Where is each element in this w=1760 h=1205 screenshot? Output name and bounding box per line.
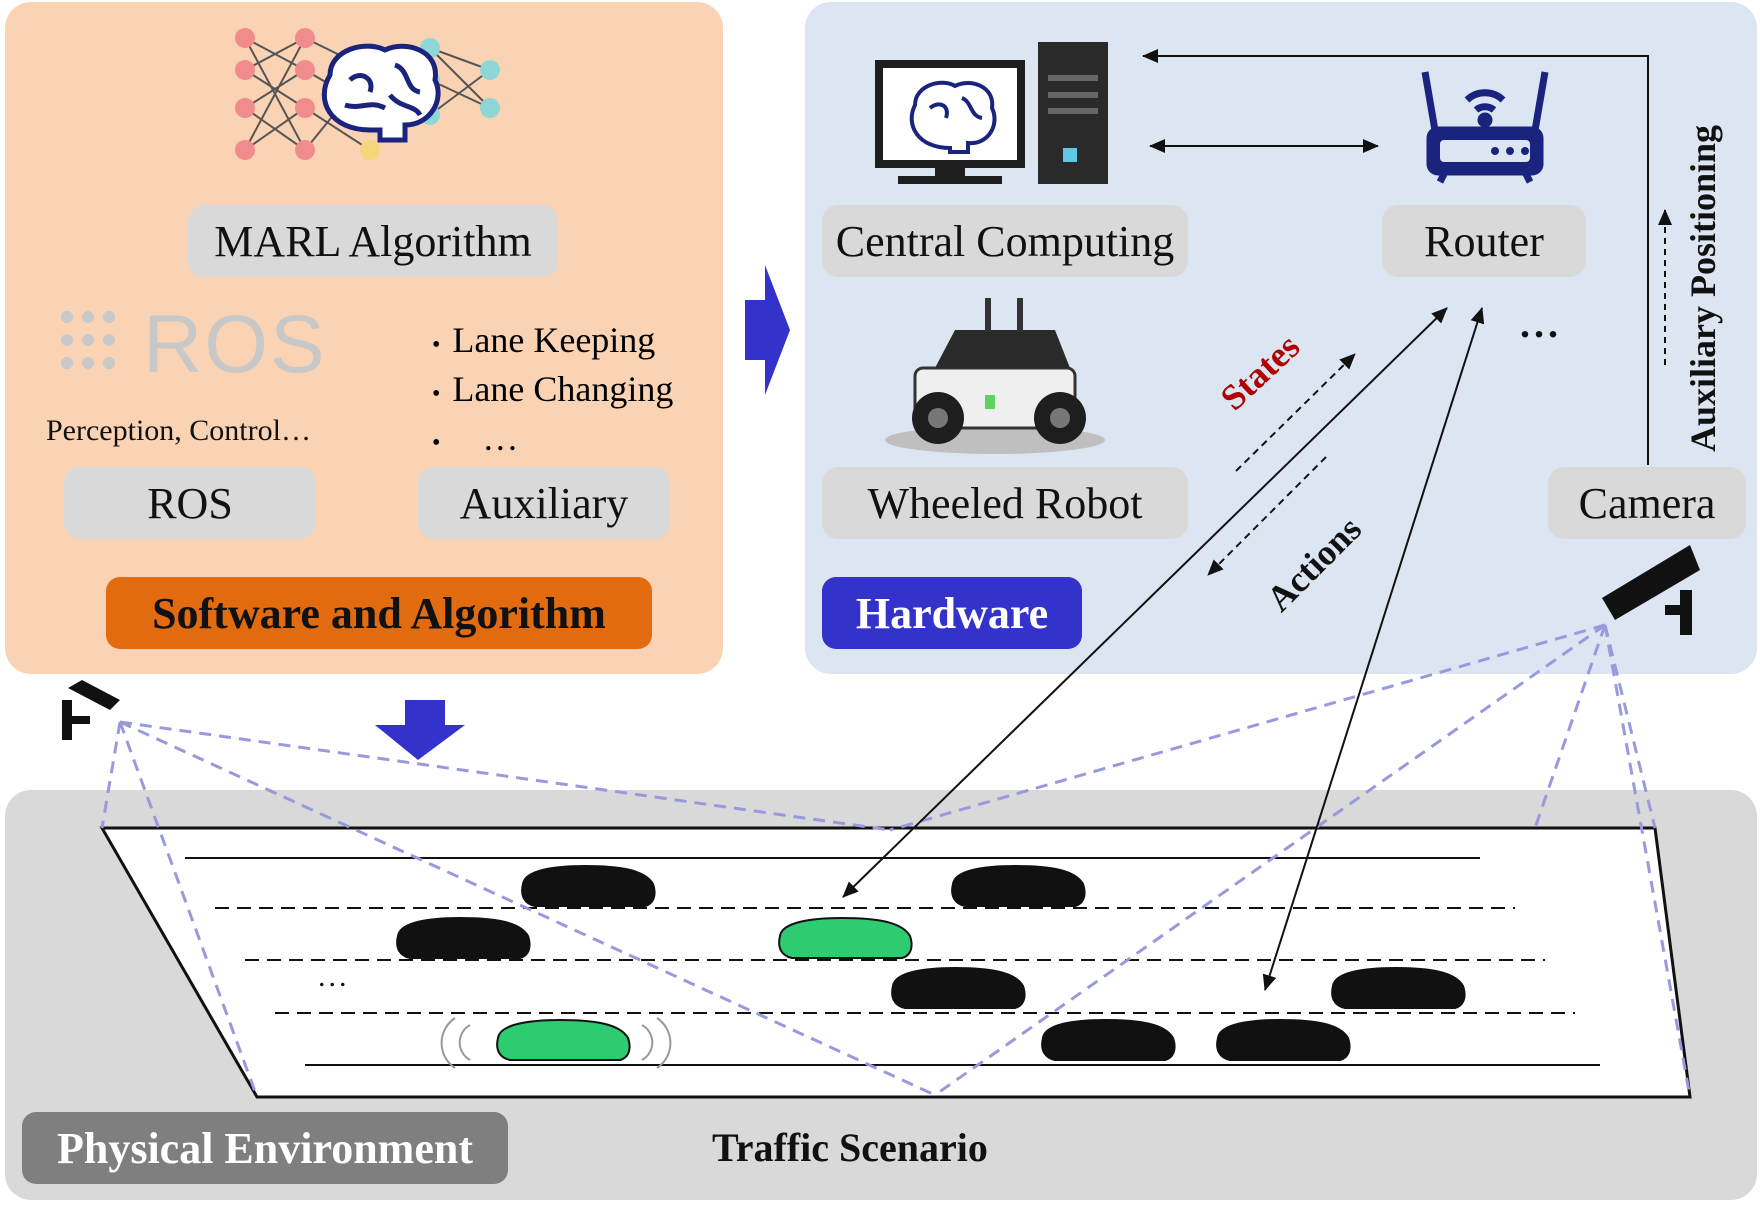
ros-label: ROS: [64, 467, 316, 539]
road-dots: ...: [318, 960, 350, 993]
neural-network-icon: [235, 28, 500, 160]
router-to-car-arrow-2: [1262, 307, 1485, 991]
camera-label: Camera: [1548, 467, 1746, 539]
ros-caption: Perception, Control…: [46, 414, 311, 447]
ros-logo-dots: [61, 311, 115, 369]
bullet-item: • Lane Changing: [432, 369, 674, 409]
connection-arrows: [842, 49, 1672, 991]
right-arrow-icon: [745, 265, 790, 395]
marl-algorithm-label: MARL Algorithm: [188, 205, 558, 277]
monitor-brain-icon: [909, 80, 997, 154]
wheeled-robot-label: Wheeled Robot: [822, 467, 1188, 539]
camera-icon-left: [62, 680, 120, 740]
bullet-item: • …: [432, 418, 519, 458]
computer-icon: [875, 42, 1108, 184]
software-panel-title: Software and Algorithm: [106, 577, 652, 649]
brain-icon: [321, 43, 441, 143]
bullet-item: • Lane Keeping: [432, 320, 656, 360]
ros-logo-text: ROS: [143, 299, 327, 390]
actions-dashed-arrow: [1207, 456, 1327, 576]
central-computing-label: Central Computing: [822, 205, 1188, 277]
down-arrow-icon: [375, 700, 465, 760]
camera-to-computer-arrow: [1142, 49, 1649, 465]
hardware-panel-title: Hardware: [822, 577, 1082, 649]
router-icon: [1421, 71, 1549, 184]
states-dashed-arrow: [1235, 353, 1356, 472]
router-label: Router: [1382, 205, 1586, 277]
traffic-scenario-label: Traffic Scenario: [712, 1125, 988, 1170]
environment-panel-title: Physical Environment: [22, 1112, 508, 1184]
auxiliary-label: Auxiliary: [418, 467, 670, 539]
camera-view-lines: [100, 623, 1692, 1098]
auxiliary-positioning-label: Auxiliary Positioning: [1683, 124, 1723, 452]
camera-icon-right: [1602, 545, 1700, 635]
car-signal-waves: [440, 1017, 672, 1069]
more-devices-dots: ...: [1520, 301, 1562, 346]
auxiliary-bullets: • Lane Keeping • Lane Changing • …: [432, 318, 673, 465]
